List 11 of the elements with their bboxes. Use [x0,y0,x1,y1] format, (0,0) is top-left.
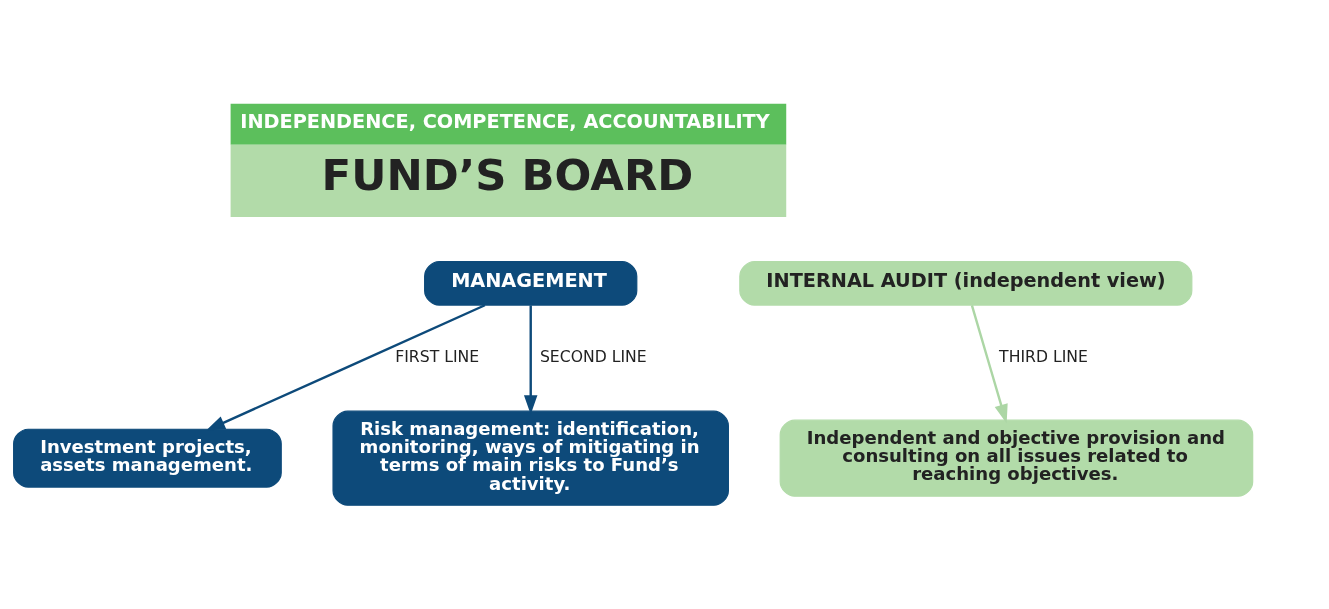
edge-label: SECOND LINE [539,347,647,367]
node-box: INTERNAL AUDIT (independent view) [739,261,1193,306]
edge-label: THIRD LINE [999,347,1088,367]
edge-label: FIRST LINE [395,347,480,367]
arrow [523,305,538,415]
node-box: Investment projects, assets management. [13,428,282,488]
node-box: Risk management: identification, monitoring, ways of mitigating in terms of main risks to Fund’s activity. [332,410,729,506]
node-box: Independent and objective provision and consulting on all issues related to reaching objectives. [779,419,1254,497]
arrow [205,304,486,431]
node-box: MANAGEMENT [424,261,638,306]
arrow [970,305,1008,424]
